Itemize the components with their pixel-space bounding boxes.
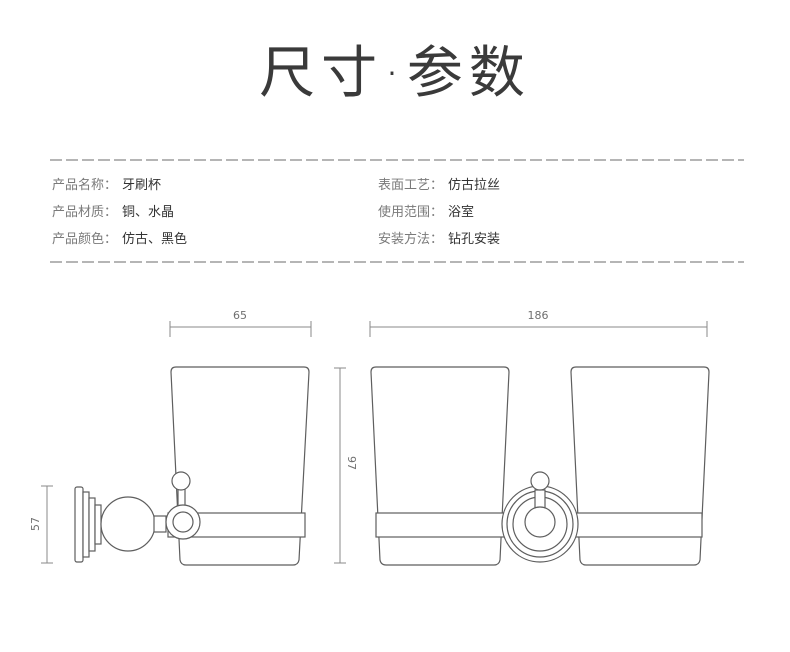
wall-base-plate	[74, 486, 84, 563]
spec-label: 产品材质：	[52, 205, 118, 220]
front-width-dimension: 186	[369, 309, 708, 337]
spec-color: 产品颜色： 仿古、黑色	[52, 232, 187, 248]
dimension-label: 186	[528, 309, 549, 322]
spec-label: 产品颜色：	[52, 232, 118, 247]
ring-holder-inner	[172, 511, 194, 533]
arm-neck	[153, 515, 167, 533]
spec-label: 表面工艺：	[378, 178, 444, 193]
mount-height-dimension: 57	[29, 485, 53, 564]
spec-material: 产品材质： 铜、水晶	[52, 205, 174, 221]
spec-label: 产品名称：	[52, 178, 118, 193]
spec-surface-finish: 表面工艺： 仿古拉丝	[378, 178, 500, 194]
crystal-ball	[100, 496, 156, 552]
flange-step	[88, 497, 96, 552]
side-view: 65 57	[29, 309, 312, 566]
spec-value: 钻孔安装	[448, 232, 501, 247]
spec-label: 安装方法：	[378, 232, 444, 247]
flange-step	[94, 504, 102, 545]
dimension-label: 57	[29, 517, 42, 531]
spec-usage-scope: 使用范围： 浴室	[378, 205, 474, 221]
dimension-label: 97	[345, 456, 358, 470]
dimension-label: 65	[233, 309, 247, 322]
knob-ball	[171, 471, 191, 491]
front-view: 186	[369, 309, 710, 566]
cup-height-dimension: 97	[334, 367, 358, 564]
spec-product-name: 产品名称： 牙刷杯	[52, 178, 161, 194]
knob-ball	[530, 471, 550, 491]
page-title: 尺寸·参数	[259, 41, 531, 106]
spec-value: 牙刷杯	[122, 178, 162, 193]
spec-label: 使用范围：	[378, 205, 444, 220]
spec-value: 浴室	[448, 205, 475, 220]
spec-installation: 安装方法： 钻孔安装	[378, 232, 500, 248]
mount-center-cap	[524, 506, 556, 538]
side-width-dimension: 65	[169, 309, 312, 337]
flange-step	[82, 491, 90, 558]
spec-value: 仿古、黑色	[122, 232, 188, 247]
spec-value: 仿古拉丝	[448, 178, 501, 193]
spec-value: 铜、水晶	[122, 205, 175, 220]
